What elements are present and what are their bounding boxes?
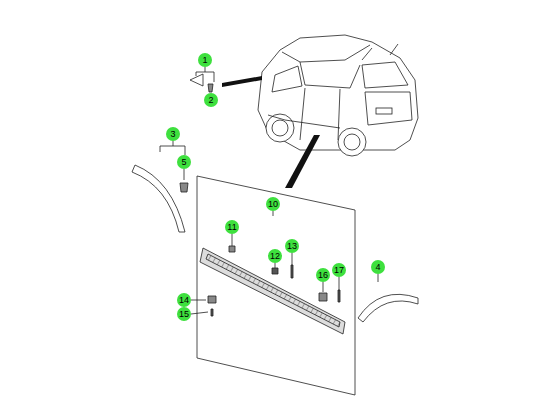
callout-number: 10 (266, 197, 280, 211)
highlight-strip (222, 76, 320, 188)
callout-number: 14 (177, 293, 191, 307)
callout-number: 5 (177, 155, 191, 169)
callout-number: 11 (225, 220, 239, 234)
callout-number: 13 (285, 239, 299, 253)
callout-number: 3 (166, 127, 180, 141)
callout-number: 2 (204, 93, 218, 107)
callout-number: 16 (316, 268, 330, 282)
callout-number: 15 (177, 307, 191, 321)
callout-number: 12 (268, 249, 282, 263)
parts (132, 74, 418, 395)
callout-number: 4 (371, 260, 385, 274)
leader-lines (160, 67, 378, 314)
callout-number: 17 (332, 263, 346, 277)
suv-vehicle (258, 35, 418, 156)
callout-number: 1 (198, 53, 212, 67)
